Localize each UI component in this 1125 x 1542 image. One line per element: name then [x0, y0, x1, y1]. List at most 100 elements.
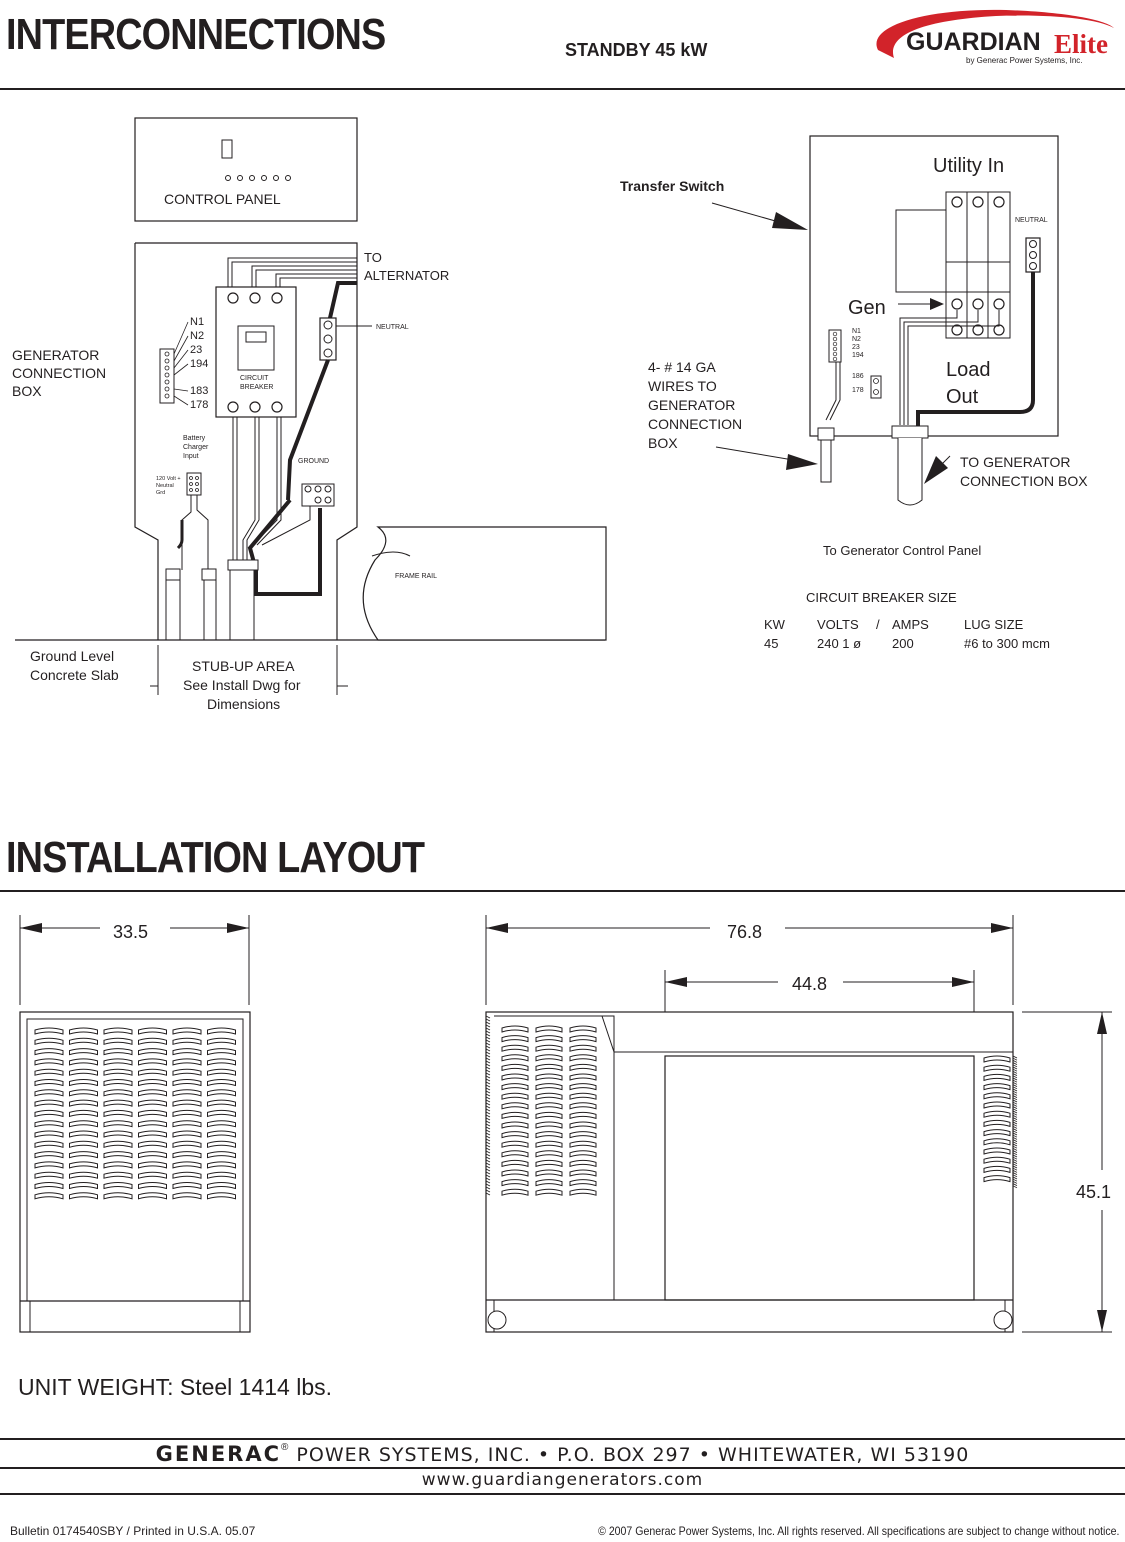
louver-slot	[207, 1079, 236, 1087]
wires-label-5: BOX	[648, 435, 678, 451]
louver-slot	[34, 1068, 64, 1076]
footer-rule-mid	[0, 1467, 1125, 1469]
louver-slot	[207, 1099, 236, 1107]
louver-slot	[535, 1131, 563, 1139]
louver-slot	[34, 1109, 64, 1118]
ts-terminal-label: 178	[852, 387, 864, 394]
louver-slot	[983, 1138, 1011, 1146]
louver-slot	[69, 1058, 98, 1066]
louver-slot	[138, 1058, 167, 1066]
breaker-header-slash: /	[876, 617, 880, 632]
ts-terminal-label: N1	[852, 328, 861, 335]
louver-slot	[103, 1079, 133, 1087]
louver-slot	[535, 1083, 563, 1091]
wires-label-2: WIRES TO	[648, 378, 717, 394]
louver-slot	[501, 1111, 529, 1120]
ts-terminal-label: 186	[852, 373, 864, 380]
louver-slot	[69, 1151, 98, 1159]
gen-box-label-3: BOX	[12, 383, 42, 399]
louver-slot	[172, 1079, 202, 1087]
breaker-table-title: CIRCUIT BREAKER SIZE	[806, 590, 957, 605]
louver-slot	[138, 1027, 167, 1035]
to-alternator-label-2: ALTERNATOR	[364, 268, 449, 283]
louver-slot	[569, 1083, 597, 1091]
wires-label-3: GENERATOR	[648, 397, 735, 413]
to-gen-label-2: CONNECTION BOX	[960, 473, 1088, 489]
louver-slot	[535, 1111, 563, 1120]
terminal-label: N2	[190, 330, 204, 342]
breaker-header-kw: KW	[764, 617, 785, 632]
louver-slot	[983, 1083, 1011, 1091]
louver-slot	[983, 1129, 1011, 1137]
louver-slot	[34, 1171, 64, 1179]
louver-slot	[138, 1161, 167, 1169]
louver-slot	[172, 1048, 202, 1056]
stub-label-3: Dimensions	[207, 696, 280, 712]
logo-elite: Elite	[1054, 29, 1108, 59]
louver-slot	[34, 1037, 64, 1045]
louver-slot	[569, 1054, 597, 1062]
transfer-switch-label: Transfer Switch	[620, 178, 724, 194]
louver-slot	[172, 1099, 202, 1107]
volt-label-2: Neutral	[156, 483, 174, 489]
louver-slot	[34, 1130, 64, 1138]
gen-box-label-2: CONNECTION	[12, 365, 106, 381]
louver-slot	[103, 1099, 133, 1107]
louver-slot	[138, 1130, 167, 1138]
louver-slot	[207, 1058, 236, 1066]
louver-slot	[983, 1073, 1011, 1082]
website-link[interactable]: www.guardiangenerators.com	[421, 1470, 704, 1490]
registered-mark: ®	[281, 1442, 290, 1453]
louver-slot	[501, 1044, 529, 1052]
logo-tagline: by Generac Power Systems, Inc.	[966, 56, 1083, 65]
installation-rule	[0, 890, 1125, 892]
header-rule	[0, 88, 1125, 90]
terminal-label: 23	[190, 344, 202, 356]
louver-slot	[983, 1119, 1011, 1128]
louver-slot	[207, 1027, 236, 1035]
louver-slot	[983, 1064, 1011, 1072]
page-title: INTERCONNECTIONS	[6, 10, 386, 59]
louver-slot	[569, 1131, 597, 1139]
louver-slot	[501, 1179, 529, 1187]
louver-slot	[569, 1140, 597, 1148]
louver-slot	[138, 1099, 167, 1107]
louver-slot	[983, 1147, 1011, 1155]
louver-slot	[535, 1140, 563, 1148]
louver-slot	[207, 1140, 236, 1148]
circuit-label-1: CIRCUIT	[240, 375, 269, 382]
louver-slot	[535, 1073, 563, 1081]
breaker-cell-amps: 200	[892, 636, 914, 651]
louver-slot	[569, 1102, 597, 1110]
louver-slot	[535, 1025, 563, 1033]
louver-slot	[983, 1175, 1011, 1183]
louver-slot	[103, 1109, 133, 1118]
louver-slot	[569, 1092, 597, 1100]
frame-rail-label: FRAME RAIL	[395, 573, 437, 580]
louver-slot	[138, 1171, 167, 1179]
installation-title: INSTALLATION LAYOUT	[6, 833, 425, 882]
louver-slot	[535, 1044, 563, 1052]
terminal-label: N1	[190, 316, 204, 328]
louver-slot	[535, 1121, 563, 1129]
generac-brand: GENERAC	[155, 1442, 282, 1466]
gen-box-label-1: GENERATOR	[12, 347, 99, 363]
louver-slot	[983, 1092, 1011, 1100]
louver-slot	[34, 1120, 64, 1128]
louver-slot	[569, 1073, 597, 1081]
louver-slot	[569, 1111, 597, 1120]
louver-slot	[501, 1140, 529, 1148]
louver-slot	[535, 1188, 563, 1196]
louver-slot	[103, 1161, 133, 1169]
wires-label-1: 4- # 14 GA	[648, 359, 716, 375]
louver-slot	[207, 1048, 236, 1056]
louver-slot	[569, 1188, 597, 1196]
louver-slot	[103, 1130, 133, 1138]
battery-label-1: Battery	[183, 435, 206, 442]
louver-slot	[103, 1068, 133, 1076]
louver-slot	[69, 1109, 98, 1118]
louver-slot	[103, 1120, 133, 1128]
louver-slot	[172, 1161, 202, 1169]
louver-slot	[103, 1037, 133, 1045]
breaker-cell-lug: #6 to 300 mcm	[964, 636, 1050, 651]
